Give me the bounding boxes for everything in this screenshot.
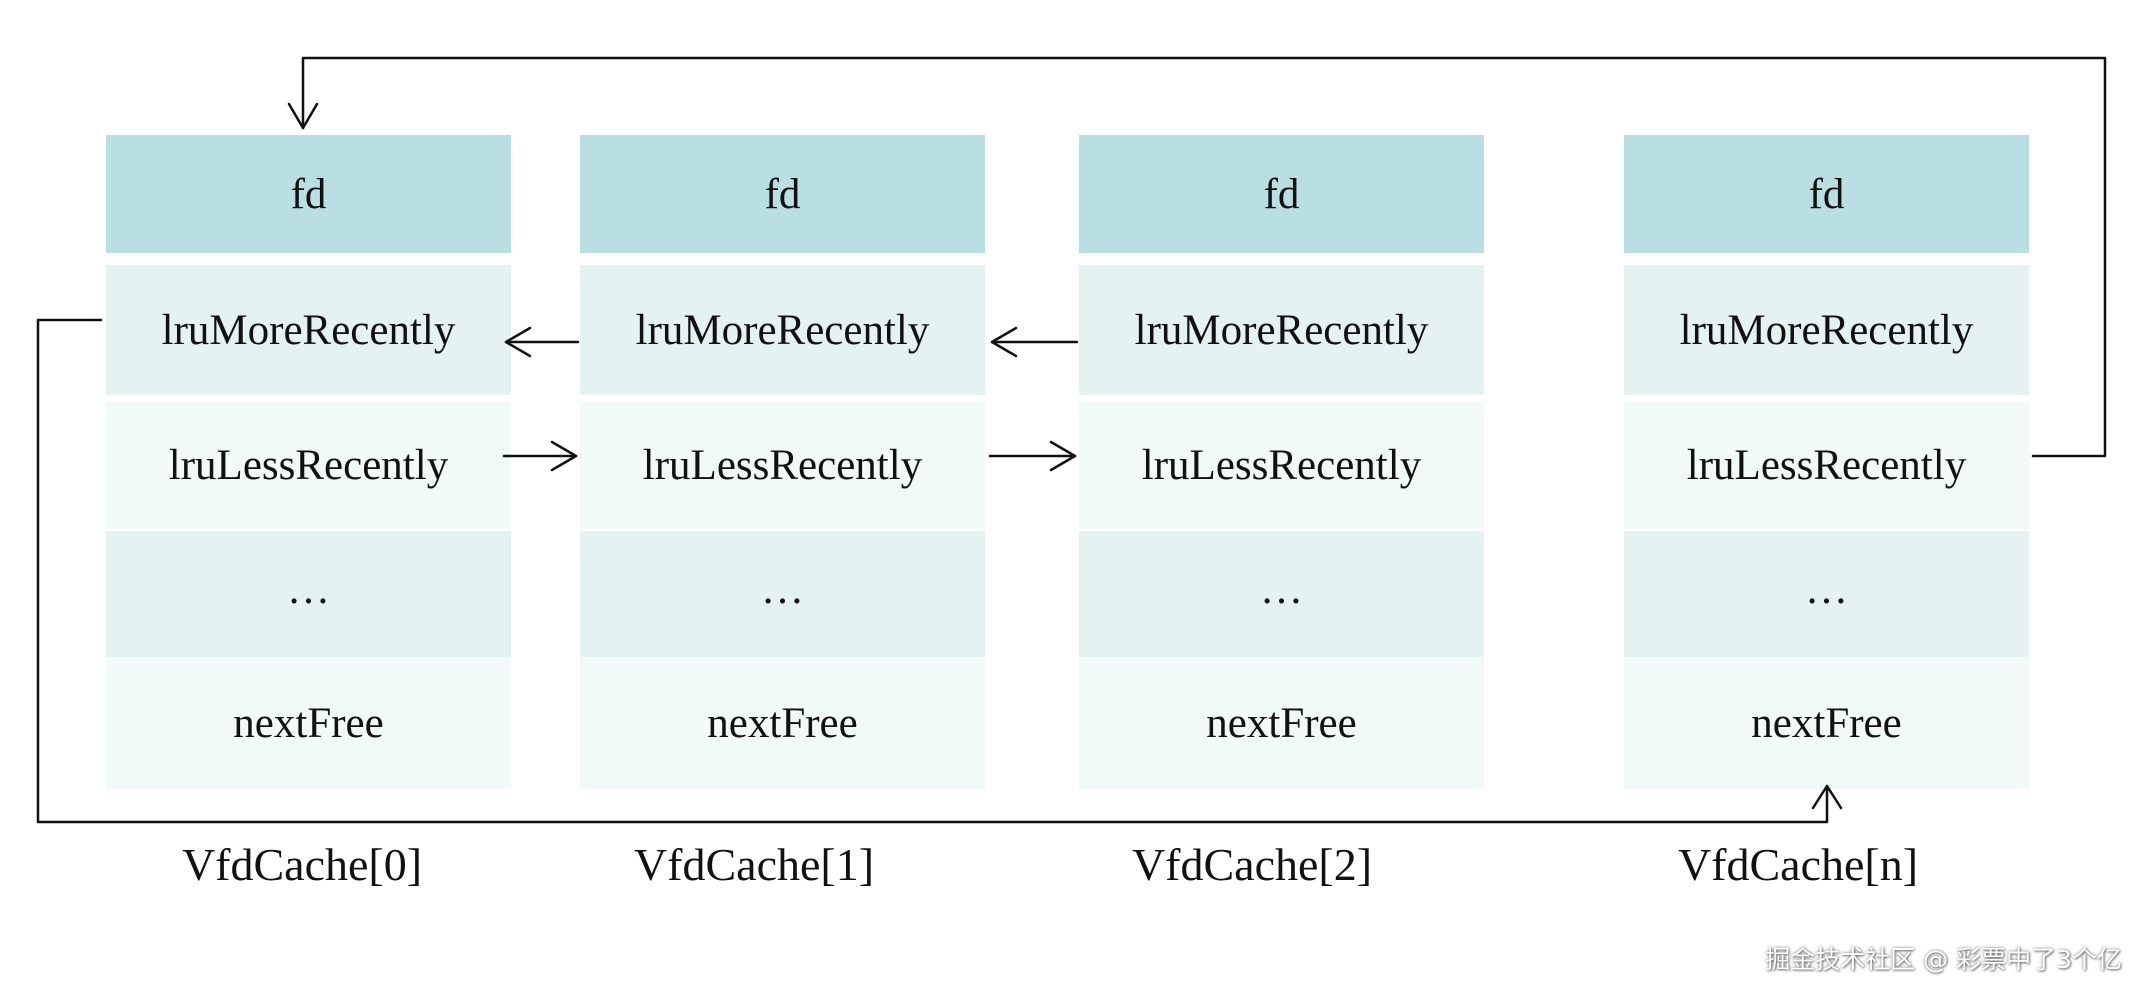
field-lru-less-recently: lruLessRecently bbox=[580, 402, 985, 529]
field-next-free: nextFree bbox=[580, 657, 985, 789]
field-fd: fd bbox=[580, 135, 985, 253]
field-fd: fd bbox=[1079, 135, 1484, 253]
field-next-free: nextFree bbox=[1624, 657, 2029, 789]
field-ellipsis: … bbox=[1624, 531, 2029, 658]
field-lru-more-recently: lruMoreRecently bbox=[1079, 265, 1484, 395]
arrow-less-recently-1-to-2 bbox=[988, 440, 1077, 472]
caption-vfd-cache-2: VfdCache[2] bbox=[1131, 839, 1373, 890]
caption-vfd-cache-0: VfdCache[0] bbox=[181, 839, 423, 890]
field-lru-less-recently: lruLessRecently bbox=[1624, 402, 2029, 529]
watermark: 掘金技术社区 @ 彩票中了3个亿 bbox=[1765, 945, 2122, 974]
field-next-free: nextFree bbox=[106, 657, 511, 789]
caption-vfd-cache-n: VfdCache[n] bbox=[1677, 839, 1919, 890]
arrow-less-recently-0-to-1 bbox=[502, 440, 578, 472]
field-ellipsis: … bbox=[580, 531, 985, 658]
field-ellipsis: … bbox=[1079, 531, 1484, 658]
field-lru-less-recently: lruLessRecently bbox=[106, 402, 511, 529]
field-fd: fd bbox=[1624, 135, 2029, 253]
field-lru-less-recently: lruLessRecently bbox=[1079, 402, 1484, 529]
field-lru-more-recently: lruMoreRecently bbox=[106, 265, 511, 395]
arrow-wrap-0-to-n bbox=[36, 318, 1843, 824]
field-lru-more-recently: lruMoreRecently bbox=[580, 265, 985, 395]
field-lru-more-recently: lruMoreRecently bbox=[1624, 265, 2029, 395]
caption-vfd-cache-1: VfdCache[1] bbox=[633, 839, 875, 890]
field-ellipsis: … bbox=[106, 531, 511, 658]
arrow-more-recently-1-to-0 bbox=[504, 326, 580, 358]
arrow-wrap-n-to-0 bbox=[287, 56, 2107, 458]
field-fd: fd bbox=[106, 135, 511, 253]
field-next-free: nextFree bbox=[1079, 657, 1484, 789]
arrow-more-recently-2-to-1 bbox=[990, 326, 1079, 358]
